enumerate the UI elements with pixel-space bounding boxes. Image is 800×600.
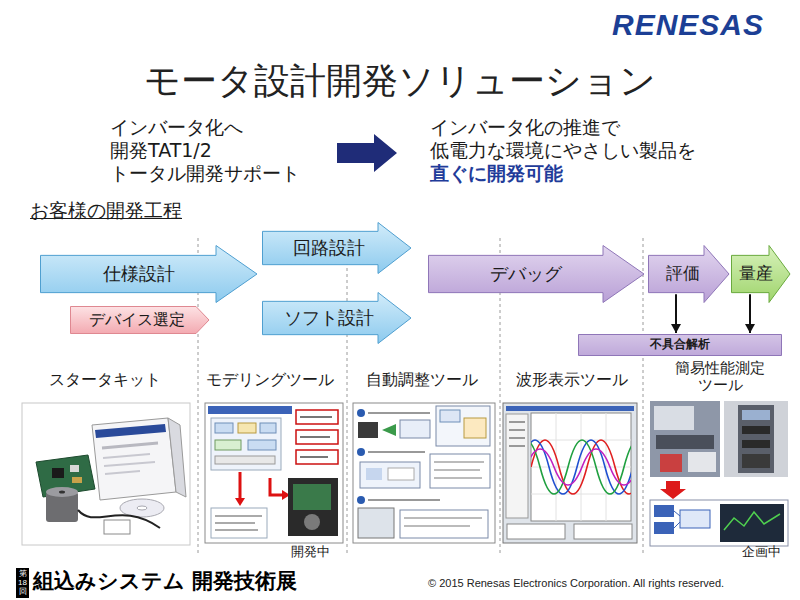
label-slot: RENESAS (612, 8, 764, 43)
process-arrow: デバイス選定 (70, 306, 210, 334)
arrow-head (671, 324, 681, 333)
node-text: デバッグ (490, 264, 562, 285)
node-text: 量産 (739, 264, 773, 284)
label-slot: インバータ化の推進で (430, 117, 620, 139)
process-arrow: 量産 (731, 245, 791, 303)
label-slot: 第18回 (16, 568, 29, 598)
process-arrow: 仕様設計 (40, 245, 258, 303)
statement-line: トータル開発サポート (110, 162, 300, 184)
shape-outline (41, 246, 258, 303)
modeling-tool-screenshot (205, 403, 343, 543)
label-slot: 組込みシステム 開発技術展 (33, 569, 297, 593)
label-slot: トータル開発サポート (110, 163, 300, 185)
copyright: © 2015 Renesas Electronics Corporation. … (428, 577, 724, 589)
shape-outline (649, 246, 730, 303)
process-arrow: 回路設計 (262, 222, 412, 274)
tool-name: 波形表示ツール (516, 370, 628, 389)
label-slot: 簡易性能測定 ツール (674, 360, 767, 395)
statement-highlight: 直ぐに開発可能 (430, 162, 563, 184)
node-text: 仕様設計 (103, 264, 175, 285)
status-note: 企画中 (742, 544, 781, 559)
node-text: ソフト設計 (284, 308, 374, 329)
shape-outline (263, 223, 412, 274)
label-slot: 自動調整ツール (366, 371, 478, 389)
node-text: 不具合解析 (650, 338, 710, 352)
label-slot: モデリングツール (206, 371, 334, 389)
tool-name: スタータキット (49, 370, 161, 389)
slide-title: モータ設計開発ソリューション (144, 60, 656, 101)
arrow-head (745, 324, 755, 333)
shape-outline (263, 293, 412, 344)
label-slot: インバータ化へ (110, 117, 243, 139)
analysis-bar: 不具合解析 (578, 334, 782, 356)
event-name: 組込みシステム 開発技術展 (33, 569, 297, 593)
column-separators (198, 238, 643, 556)
shape-outline (732, 246, 791, 303)
label-slot: 開発中 (291, 545, 330, 560)
starter-kit-photo (22, 403, 190, 545)
label-slot: 企画中 (742, 545, 781, 560)
label-slot: © 2015 Renesas Electronics Corporation. … (428, 577, 724, 590)
statement-line: 低電力な環境にやさしい製品を (430, 139, 696, 161)
company-logo: RENESAS (612, 8, 764, 41)
label-slot: 波形表示ツール (516, 371, 628, 389)
waveform-tool-screenshot (503, 403, 652, 543)
node-text: 評価 (666, 264, 700, 284)
shape-outline (579, 335, 782, 356)
label-slot: 低電力な環境にやさしい製品を (430, 140, 696, 162)
shape-outline (429, 246, 645, 303)
process-arrow: ソフト設計 (262, 292, 412, 344)
label-slot: お客様の開発工程 (30, 200, 182, 222)
statement-line: インバータ化へ (110, 116, 243, 138)
shape-outline (71, 307, 210, 334)
flow-connector (671, 294, 681, 333)
performance-tool-photos (650, 401, 788, 546)
status-note: 開発中 (291, 544, 330, 559)
node-text: 回路設計 (293, 238, 365, 259)
label-slot: 直ぐに開発可能 (430, 163, 563, 185)
auto-tuning-screenshot (353, 403, 495, 543)
flow-connector (745, 294, 755, 333)
event-number-badge: 第18回 (18, 569, 27, 596)
navy-arrow (337, 134, 397, 172)
statement-line: インバータ化の推進で (430, 116, 620, 138)
tool-name: 簡易性能測定 ツール (675, 359, 765, 394)
label-slot: 開発TAT1/2 (110, 140, 212, 162)
label-slot: スタータキット (49, 371, 161, 389)
statement-line: 開発TAT1/2 (110, 139, 212, 161)
tool-name: モデリングツール (206, 370, 334, 389)
title-slot: モータ設計開発ソリューション (144, 60, 656, 101)
tool-name: 自動調整ツール (366, 370, 478, 389)
process-arrow: デバッグ (428, 245, 645, 303)
section-heading: お客様の開発工程 (30, 199, 182, 221)
process-arrow: 評価 (648, 245, 730, 303)
node-text: デバイス選定 (89, 311, 185, 329)
